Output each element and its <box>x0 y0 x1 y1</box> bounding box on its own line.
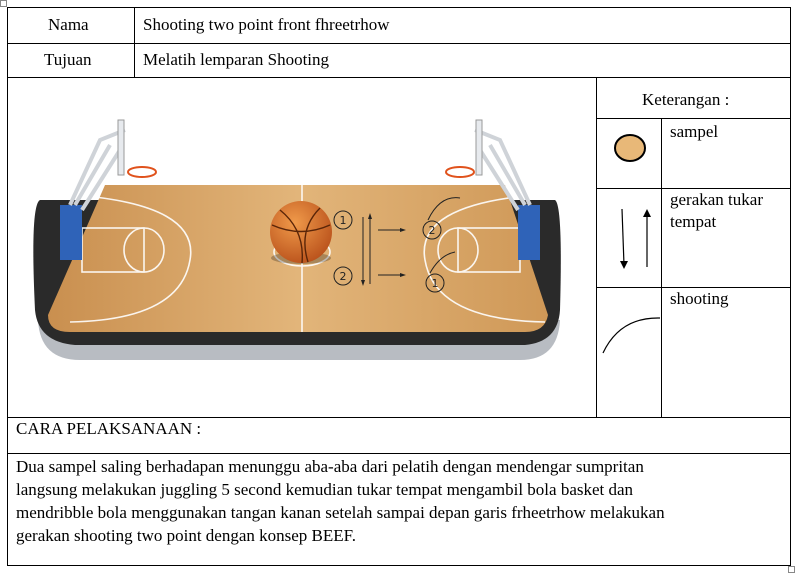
nama-label: Nama <box>48 15 89 34</box>
legend-divider <box>596 77 597 417</box>
shooting-arc-icon <box>602 317 661 354</box>
row-divider <box>7 453 791 454</box>
legend-label-swap: gerakan tukar tempat <box>670 190 763 231</box>
player-marker: 1 <box>340 214 347 227</box>
legend-inner-divider <box>661 118 662 417</box>
table-border-top <box>7 7 791 8</box>
left-hoop <box>60 119 157 260</box>
table-border-left <box>7 7 8 566</box>
player-marker: 2 <box>429 224 436 237</box>
legend-row-divider <box>596 287 790 288</box>
col-divider <box>134 7 135 77</box>
legend-label-sampel: sampel <box>670 122 719 141</box>
sample-circle-icon <box>614 134 646 162</box>
table-anchor-handle[interactable] <box>0 0 7 7</box>
legend-title: Keterangan : <box>642 90 730 109</box>
legend-label-shooting: shooting <box>670 289 729 308</box>
player-marker: 1 <box>432 277 439 290</box>
row-divider <box>7 77 791 78</box>
row-divider <box>7 43 791 44</box>
player-marker: 2 <box>340 270 347 283</box>
procedure-title: CARA PELAKSANAAN : <box>16 419 202 438</box>
shooting-arc <box>427 197 461 221</box>
legend-row-divider <box>596 118 790 119</box>
tujuan-label: Tujuan <box>44 50 92 69</box>
legend-row-divider <box>596 188 790 189</box>
table-border-bottom <box>7 565 791 566</box>
procedure-text: Dua sampel saling berhadapan menunggu ab… <box>16 457 665 545</box>
table-resize-handle[interactable] <box>788 566 795 573</box>
tujuan-value: Melatih lemparan Shooting <box>143 50 330 69</box>
table-border-right <box>790 7 791 566</box>
nama-value: Shooting two point front fhreetrhow <box>143 15 390 34</box>
row-divider <box>7 417 791 418</box>
right-hoop <box>445 119 540 260</box>
swap-arrows-icon <box>620 208 651 269</box>
basketball-court-diagram: 1 2 2 1 <box>33 119 561 360</box>
basketball <box>270 201 332 264</box>
shooting-arc <box>429 251 456 274</box>
